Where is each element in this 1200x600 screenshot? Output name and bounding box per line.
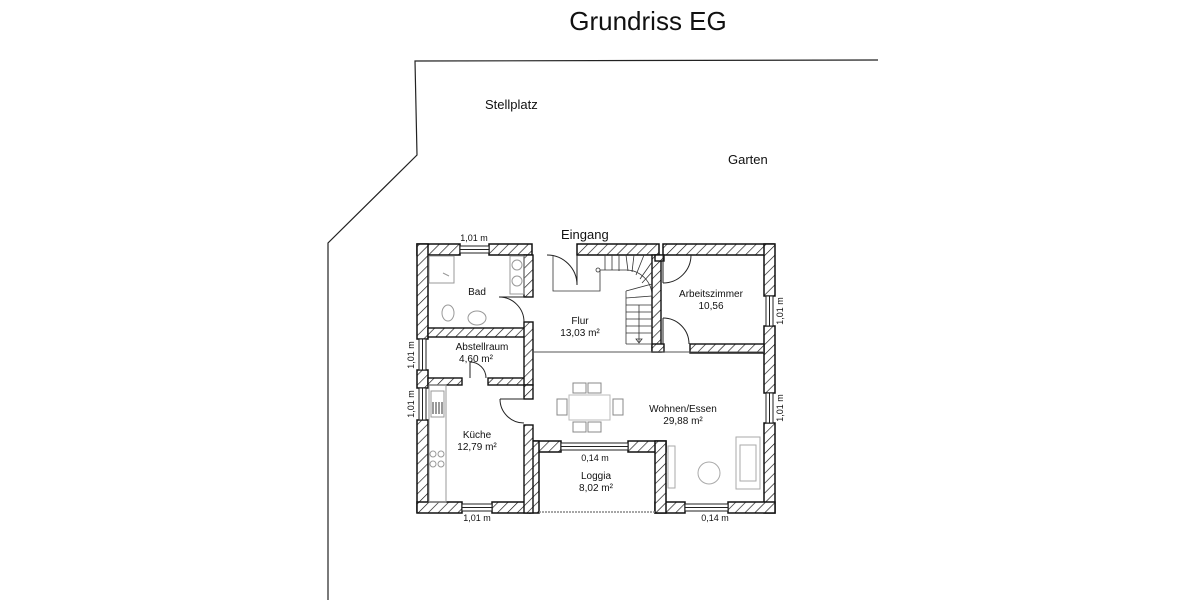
kitchen-sink	[430, 390, 445, 418]
room-loggia-name: Loggia	[581, 471, 611, 482]
coffee-table	[697, 461, 721, 485]
dim-left-abstell: 1,01 m	[406, 341, 416, 369]
bathroom-fixtures	[428, 255, 525, 326]
room-kueche-name: Küche	[463, 430, 492, 441]
dim-left-kueche: 1,01 m	[406, 390, 416, 418]
dim-wohnen-bottom: 0,14 m	[701, 513, 729, 523]
room-arbeitszimmer-area: 10,56	[698, 301, 723, 312]
dining-table	[556, 382, 624, 433]
dim-right-arbeits: 1,01 m	[775, 297, 785, 325]
dim-bad-top: 1,01 m	[460, 233, 488, 243]
living-furniture	[667, 436, 761, 490]
dim-right-wohnen: 1,01 m	[775, 394, 785, 422]
property-line	[327, 59, 879, 600]
toilet	[441, 304, 455, 322]
dim-kueche-bottom: 1,01 m	[463, 513, 491, 523]
windows	[418, 245, 774, 512]
staircase	[552, 254, 653, 345]
doors	[469, 254, 692, 424]
room-kueche-area: 12,79 m²	[457, 442, 497, 453]
kitchen-fixtures	[428, 384, 447, 503]
eingang-label: Eingang	[561, 227, 609, 242]
stellplatz-label: Stellplatz	[485, 97, 538, 112]
room-loggia-area: 8,02 m²	[579, 483, 614, 494]
dimension-labels: 1,01 m 1,01 m 0,14 m 0,14 m 1,01 m 1,01 …	[406, 233, 785, 523]
room-wohnen-area: 29,88 m²	[663, 416, 703, 427]
page-title: Grundriss EG	[569, 6, 727, 36]
shower	[428, 255, 455, 284]
washer	[509, 255, 525, 295]
entrance-door-swing	[546, 254, 578, 286]
sink	[467, 310, 487, 326]
room-flur-name: Flur	[571, 316, 589, 327]
tv-sideboard	[667, 445, 676, 489]
interior-walls	[427, 254, 765, 514]
garten-label: Garten	[728, 152, 768, 167]
room-labels: Bad Abstellraum 4,60 m² Küche 12,79 m² F…	[456, 287, 744, 494]
sofa	[735, 436, 761, 490]
room-abstellraum-name: Abstellraum	[456, 342, 509, 353]
room-arbeitszimmer-name: Arbeitszimmer	[679, 289, 744, 300]
dim-loggia-top: 0,14 m	[581, 453, 609, 463]
room-bad-name: Bad	[468, 287, 486, 298]
room-flur-area: 13,03 m²	[560, 328, 600, 339]
room-abstellraum-area: 4,60 m²	[459, 354, 494, 365]
room-wohnen-name: Wohnen/Essen	[649, 404, 717, 415]
